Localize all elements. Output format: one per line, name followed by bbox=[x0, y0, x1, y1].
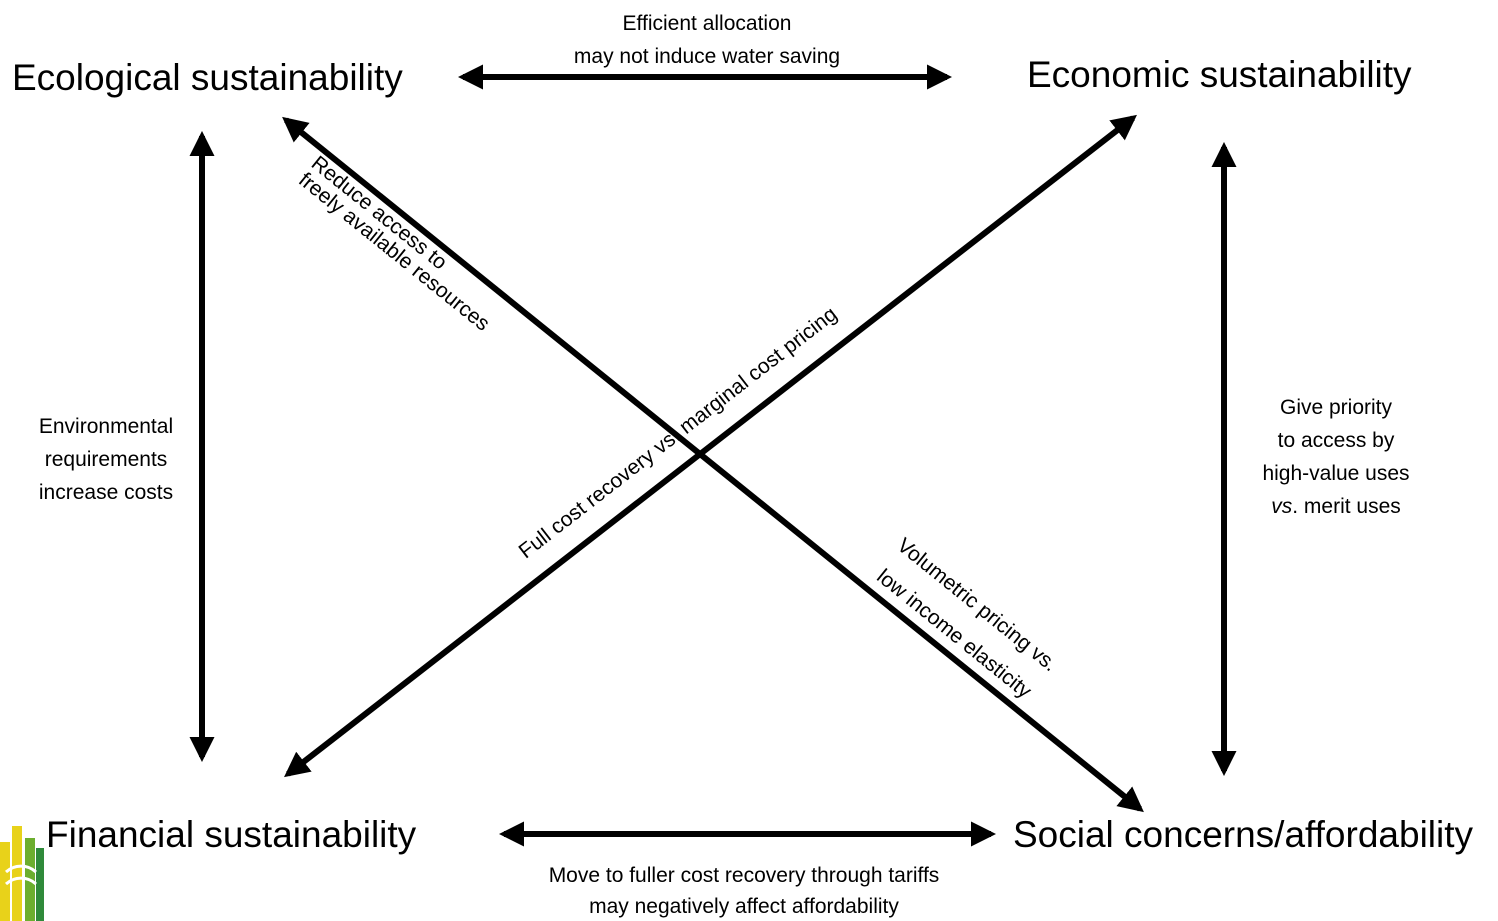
label-social: Social concerns/affordability bbox=[1013, 814, 1474, 855]
note-top-line-1: Efficient allocation bbox=[623, 12, 792, 35]
note-bottom-line-1: Move to fuller cost recovery through tar… bbox=[549, 864, 940, 887]
note-right-line-4: vs. merit uses bbox=[1271, 495, 1401, 518]
label-ecological: Ecological sustainability bbox=[12, 57, 403, 98]
note-left-line-2: requirements bbox=[45, 448, 168, 471]
note-left-line-1: Environmental bbox=[39, 415, 173, 438]
logo-icon bbox=[0, 826, 44, 921]
note-top-line-2: may not induce water saving bbox=[574, 45, 840, 68]
note-right-line-3: high-value uses bbox=[1262, 462, 1409, 485]
note-left-line-3: increase costs bbox=[39, 481, 173, 504]
note-right-line-2: to access by bbox=[1278, 429, 1395, 452]
note-bottom-line-2: may negatively affect affordability bbox=[589, 895, 899, 918]
label-financial: Financial sustainability bbox=[46, 814, 417, 855]
note-diag-down-upper-2: freely available resources bbox=[294, 168, 494, 335]
note-right-rest: . merit uses bbox=[1292, 495, 1401, 518]
label-economic: Economic sustainability bbox=[1027, 54, 1412, 95]
note-right-line-1: Give priority bbox=[1280, 396, 1393, 419]
note-right-italic: vs bbox=[1271, 495, 1293, 518]
arrow-ecological-social bbox=[282, 116, 1144, 813]
